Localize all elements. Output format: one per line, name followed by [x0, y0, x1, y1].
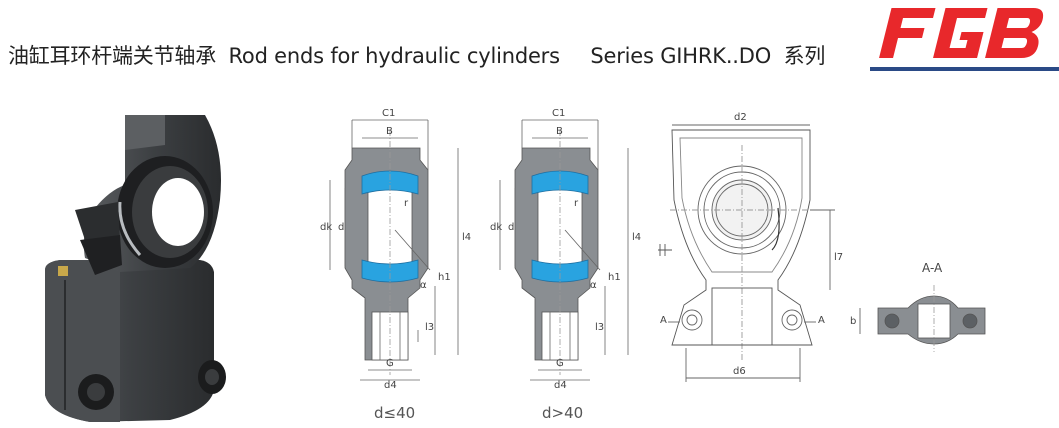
dim-l7: l7 [834, 252, 843, 263]
dim-dk: dk [320, 222, 332, 233]
dim-dk: dk [490, 222, 502, 233]
technical-drawing-area: C1 B dk d r l4 h1 α l3 G d4 d≤40 C1 B [45, 108, 986, 422]
page-title: 油缸耳环杆端关节轴承 Rod ends for hydraulic cylind… [8, 40, 831, 70]
dim-g: G [556, 358, 564, 369]
series-label: Series GIHRK..DO [590, 44, 772, 68]
section-labels: A-A b [850, 261, 943, 327]
front-view-drawing [658, 124, 835, 382]
section-drawing-d-gt-40 [499, 119, 629, 381]
fgb-logo [879, 8, 1044, 58]
section-a-a-drawing [859, 285, 986, 352]
dim-r: r [574, 198, 579, 209]
drawing2-labels: C1 B dk d r l4 h1 α l3 G d4 d>40 [490, 108, 641, 422]
dim-b-section: b [850, 316, 856, 327]
drawing1-labels: C1 B dk d r l4 h1 α l3 G d4 d≤40 [320, 108, 471, 422]
dim-r: r [404, 198, 409, 209]
section-marker-a-right: A [818, 315, 825, 326]
dim-g: G [386, 358, 394, 369]
dim-alpha: α [420, 280, 427, 291]
series-cn: 系列 [783, 44, 826, 68]
dim-d4: d4 [384, 380, 397, 391]
header-rule [870, 67, 1059, 71]
title-cn: 油缸耳环杆端关节轴承 [8, 44, 216, 68]
dim-d4: d4 [554, 380, 567, 391]
dim-l3: l3 [425, 322, 434, 333]
dim-alpha: α [590, 280, 597, 291]
dim-h1: h1 [608, 272, 621, 283]
caption-d-gt-40: d>40 [542, 404, 583, 422]
section-title: A-A [922, 261, 943, 275]
section-drawing-d-le-40 [329, 119, 459, 381]
dim-d2: d2 [734, 112, 747, 123]
dim-l4: l4 [632, 232, 641, 243]
dim-d: d [508, 222, 514, 233]
dim-h1: h1 [438, 272, 451, 283]
dim-c1: C1 [382, 108, 395, 119]
section-marker-a-left: A [660, 315, 667, 326]
dim-c1: C1 [552, 108, 565, 119]
drawing3-labels: d2 l7 A A d6 [660, 112, 843, 377]
title-en: Rod ends for hydraulic cylinders [228, 44, 560, 68]
product-render [45, 115, 226, 422]
caption-d-le-40: d≤40 [374, 404, 415, 422]
dim-l4: l4 [462, 232, 471, 243]
dim-d6: d6 [733, 366, 746, 377]
dim-l3: l3 [595, 322, 604, 333]
dim-b: B [386, 126, 393, 137]
dim-b: B [556, 126, 563, 137]
dim-d: d [338, 222, 344, 233]
